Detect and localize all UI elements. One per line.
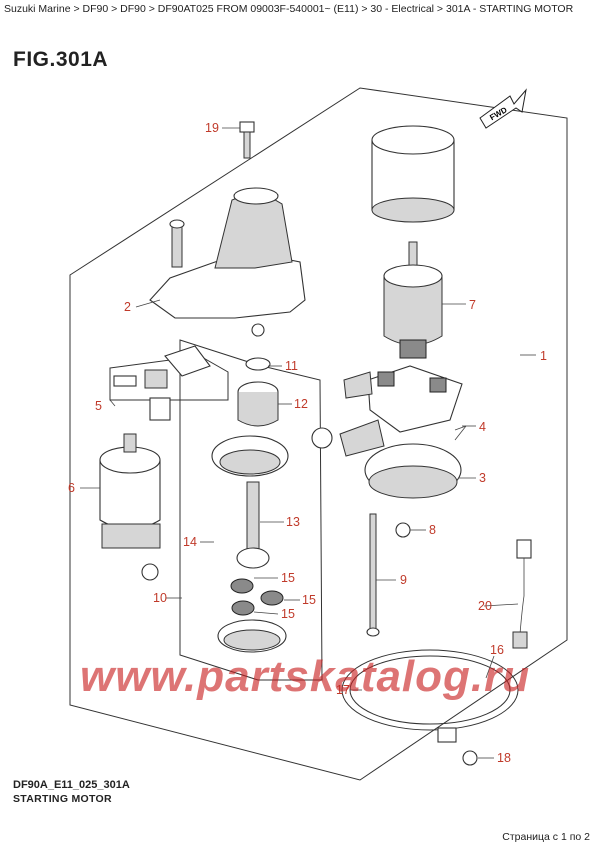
planetary-gears-part-15[interactable] [230,578,284,616]
internal-gear-part-10[interactable] [217,619,287,653]
callout-17[interactable]: 17 [336,683,350,697]
callout-7[interactable]: 7 [469,298,476,312]
through-bolt-part-9[interactable] [366,513,380,637]
fwd-arrow-icon: FWD [479,88,527,129]
pinion-part-12[interactable] [237,381,279,427]
callout-20[interactable]: 20 [478,599,492,613]
callout-13[interactable]: 13 [286,515,300,529]
plunger-parts-5[interactable] [113,345,211,421]
callout-11[interactable]: 11 [285,359,298,373]
callout-14[interactable]: 14 [183,535,197,549]
end-frame-part-3[interactable] [364,443,462,499]
callout-19[interactable]: 19 [205,121,219,135]
callout-10[interactable]: 10 [153,591,167,605]
callout-12[interactable]: 12 [294,397,308,411]
callout-8[interactable]: 8 [429,523,436,537]
callout-15-top[interactable]: 15 [281,571,295,585]
leader-lines [80,127,536,759]
screw-part-18[interactable] [462,750,478,766]
callout-1[interactable]: 1 [540,349,547,363]
callout-6[interactable]: 6 [68,481,75,495]
watermark: www.partskatalog.ru [80,652,531,701]
page-indicator: Страница с 1 по 2 [502,831,590,843]
bracket-band-part-16[interactable] [341,649,519,743]
figure-title: FIG.301A [13,48,109,71]
callout-2[interactable]: 2 [124,300,131,314]
motor-yoke-part-1[interactable] [371,125,455,223]
screw-part-8[interactable] [395,522,411,538]
brush-holder-part-4[interactable] [311,365,463,457]
callout-4[interactable]: 4 [479,420,486,434]
solenoid-part-6[interactable] [99,433,161,581]
armature-part-7[interactable] [383,241,443,359]
callout-15-bottom[interactable]: 15 [281,607,295,621]
cover-part-2[interactable] [149,187,306,337]
callout-3[interactable]: 3 [479,471,486,485]
callout-16[interactable]: 16 [490,643,504,657]
bolt-part-19[interactable] [239,121,255,159]
drive-shaft-part-13[interactable] [236,481,270,569]
figure-code: DF90A_E11_025_301A [13,779,130,791]
stop-ring-part-11[interactable] [245,357,271,371]
figure-caption: STARTING MOTOR [13,793,112,805]
lead-wire-part-20[interactable] [512,539,532,649]
callout-5[interactable]: 5 [95,399,102,413]
callout-18[interactable]: 18 [497,751,511,765]
callout-15-right[interactable]: 15 [302,593,316,607]
assembly-frame [69,87,568,781]
drive-housing-part-14[interactable] [211,435,289,477]
breadcrumb[interactable]: Suzuki Marine > DF90 > DF90 > DF90AT025 … [4,3,574,15]
callout-9[interactable]: 9 [400,573,407,587]
